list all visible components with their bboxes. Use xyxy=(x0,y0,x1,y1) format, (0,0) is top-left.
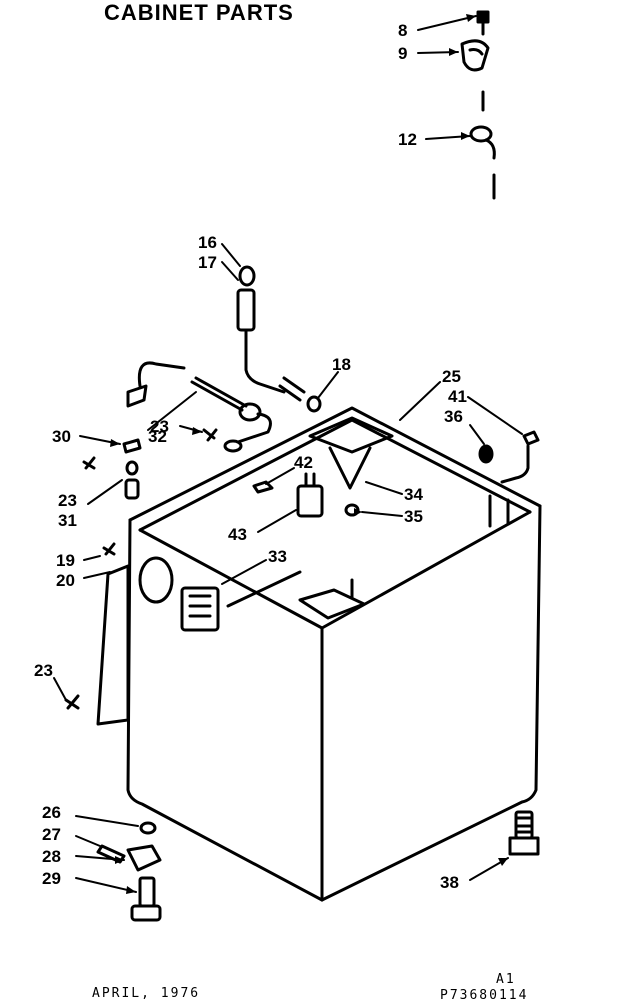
callout-43: 43 xyxy=(228,525,247,544)
clip-30 xyxy=(122,438,142,454)
foot-28 xyxy=(126,844,162,872)
clamp-9 xyxy=(460,39,490,72)
leader-arrows xyxy=(53,15,523,893)
callout-12: 12 xyxy=(398,130,417,149)
bracket-right xyxy=(488,494,510,528)
callout-42: 42 xyxy=(294,453,313,472)
washer-26 xyxy=(139,821,157,835)
pin-27 xyxy=(96,844,126,864)
switch-31 xyxy=(124,460,140,500)
callout-30: 30 xyxy=(52,427,71,446)
screw-23c xyxy=(64,694,80,710)
footer-code-top: A1 xyxy=(496,972,516,987)
footer-code-bottom: P73680114 xyxy=(440,988,529,1003)
callout-28: 28 xyxy=(42,847,61,866)
callout-18: 18 xyxy=(332,355,351,374)
screw-8 xyxy=(476,10,490,36)
callout-27: 27 xyxy=(42,825,61,844)
screw-23 xyxy=(82,456,96,470)
callout-8: 8 xyxy=(398,21,408,40)
callout-19: 19 xyxy=(56,551,75,570)
screw-23b xyxy=(202,428,218,442)
callout-35: 35 xyxy=(404,507,423,526)
nut-36 xyxy=(478,444,494,464)
callout-36: 36 xyxy=(444,407,463,426)
grommet-12 xyxy=(469,125,496,160)
page-title: CABINET PARTS xyxy=(104,0,294,25)
callout-32: 32 xyxy=(148,427,167,446)
callout-23-lower: 23 xyxy=(34,661,53,680)
callout-23-upper: 23 xyxy=(150,417,169,436)
callout-23-left: 23 xyxy=(58,491,77,510)
callout-20: 20 xyxy=(56,571,75,590)
wire-41 xyxy=(500,430,540,484)
callout-33: 33 xyxy=(268,547,287,566)
callout-9: 9 xyxy=(398,44,408,63)
leg-29 xyxy=(130,876,162,922)
callout-25: 25 xyxy=(442,367,461,386)
callout-26: 26 xyxy=(42,803,61,822)
leg-38 xyxy=(508,810,540,856)
arrow-heads xyxy=(110,14,508,894)
callout-17: 17 xyxy=(198,253,217,272)
callout-41: 41 xyxy=(448,387,467,406)
callout-38: 38 xyxy=(440,873,459,892)
bracket-wire xyxy=(126,361,272,453)
control-panel xyxy=(96,542,220,726)
hose-assembly xyxy=(236,265,322,413)
callout-29: 29 xyxy=(42,869,61,888)
callout-34: 34 xyxy=(404,485,423,504)
cabinet-body xyxy=(126,406,542,902)
switch-43 xyxy=(296,472,324,518)
callout-31: 31 xyxy=(58,511,77,530)
footer-date: APRIL, 1976 xyxy=(92,986,201,1001)
clip-42 xyxy=(252,480,274,494)
callout-16: 16 xyxy=(198,233,217,252)
